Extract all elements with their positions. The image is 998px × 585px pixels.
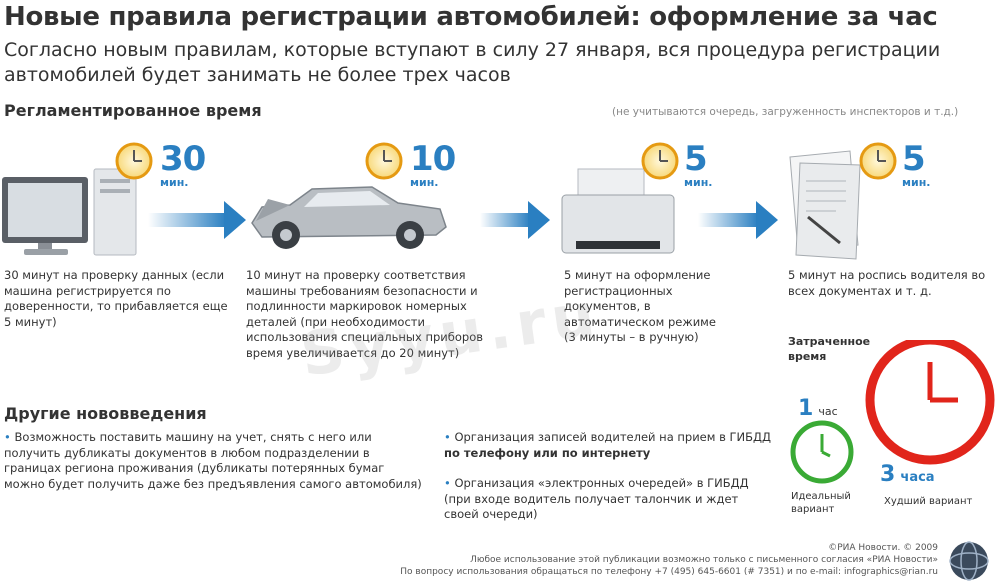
other-heading: Другие нововведения [4, 404, 207, 423]
step-2-time: 10 мин. [410, 139, 456, 189]
best-number: 1 [798, 396, 814, 421]
step-1-time-unit: мин. [160, 176, 189, 189]
other-left-text: Возможность поставить машину на учет, сн… [4, 430, 422, 491]
page-title: Новые правила регистрации автомобилей: о… [4, 2, 938, 32]
other-right-text-2: Организация «электронных очередей» в ГИБ… [444, 476, 749, 521]
computer-icon [2, 168, 137, 256]
other-right-text-1: Организация записей водителей на прием в… [454, 430, 772, 444]
worst-unit: часа [900, 470, 935, 485]
other-left-item: • Возможность поставить машину на учет, … [4, 430, 424, 492]
step-3-time: 5 мин. [684, 142, 712, 189]
spent-clocks [790, 340, 995, 484]
step-4-time-unit: мин. [902, 176, 931, 189]
other-right-item-1: • Организация записей водителей на прием… [444, 430, 774, 461]
car-icon [251, 186, 447, 249]
best-label: Идеальный вариант [791, 491, 851, 515]
step-2-time-unit: мин. [410, 176, 439, 189]
footer-line-2: По вопросу использования обращаться по т… [400, 567, 938, 577]
process-flow [2, 142, 897, 260]
step-4-desc: 5 минут на роспись водителя во всех доку… [788, 268, 986, 298]
documents-icon [789, 150, 861, 260]
step-1-time-value: 30 [160, 139, 206, 179]
clock-icon-1 [115, 142, 153, 180]
step-3-desc: 5 минут на оформление регистрационных до… [564, 268, 716, 344]
page-subtitle: Согласно новым правилам, которые вступаю… [4, 39, 941, 86]
step-3-time-value: 5 [684, 139, 708, 179]
worst-clock-icon [865, 340, 995, 465]
arrow-2-icon [480, 201, 550, 239]
footer: ©РИА Новости. © 2009 Любое использование… [338, 542, 938, 578]
other-right-bold-1: по телефону или по интернету [444, 445, 651, 460]
clock-icon-2 [365, 142, 403, 180]
best-clock-icon [790, 420, 854, 484]
arrow-3-icon [698, 201, 778, 239]
bullet-icon: • [444, 430, 455, 444]
best-value: 1 час [798, 396, 838, 421]
best-unit: час [818, 405, 838, 418]
step-1-desc: 30 минут на проверку данных (если машина… [4, 268, 228, 329]
worst-value: 3 часа [880, 462, 935, 487]
clock-icon-4 [859, 142, 897, 180]
other-right-item-2: • Организация «электронных очередей» в Г… [444, 476, 774, 523]
regulated-note: (не учитываются очередь, загруженность и… [612, 106, 959, 118]
bullet-icon: • [444, 476, 455, 490]
step-4-time-value: 5 [902, 139, 926, 179]
step-2-desc: 10 минут на проверку соответствия машины… [246, 268, 484, 360]
regulated-heading: Регламентированное время [4, 101, 262, 120]
footer-copyright: ©РИА Новости. © 2009 [828, 543, 938, 553]
step-4-time: 5 мин. [902, 142, 930, 189]
clock-icon-3 [641, 142, 679, 180]
printer-icon [561, 168, 675, 254]
footer-line-1: Любое использование этой публикации возм… [470, 555, 938, 565]
step-3-time-unit: мин. [684, 176, 713, 189]
step-2-time-value: 10 [410, 139, 456, 179]
step-1-time: 30 мин. [160, 139, 206, 189]
bullet-icon: • [4, 430, 15, 444]
spent-heading: Затраченное время [788, 335, 871, 363]
arrow-1-icon [148, 201, 246, 239]
ria-logo-icon [949, 541, 989, 581]
worst-label: Худший вариант [884, 496, 973, 507]
worst-number: 3 [880, 462, 896, 487]
